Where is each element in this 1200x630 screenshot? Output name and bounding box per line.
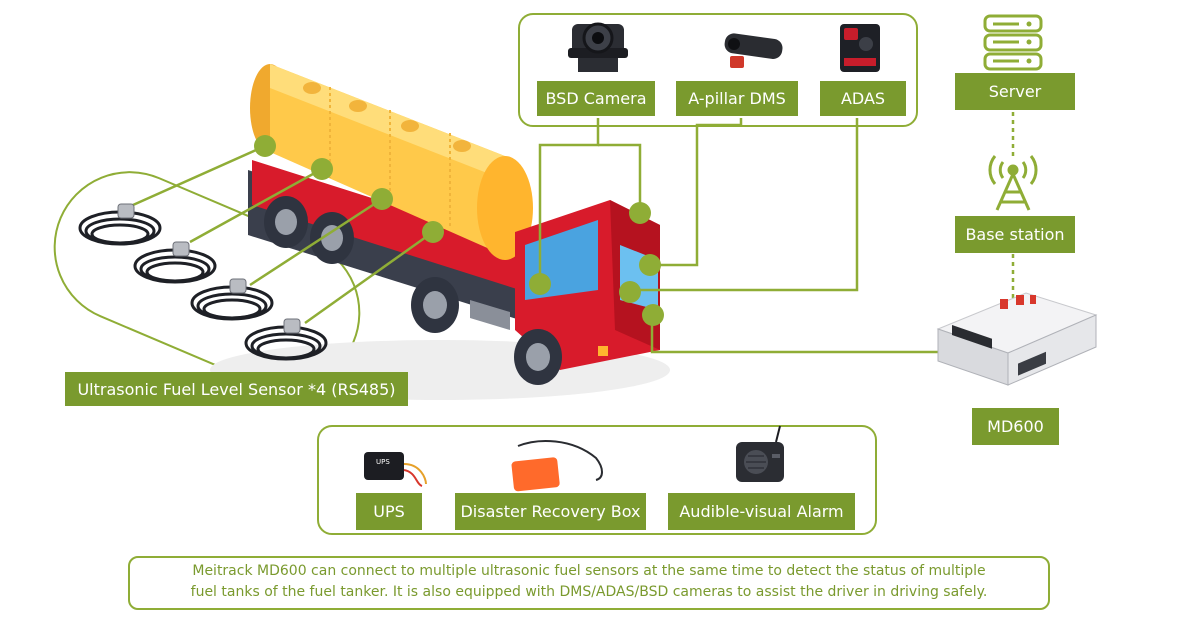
camera-icon [568,22,628,72]
base-station-label: Base station [955,216,1075,253]
dot-md600 [642,304,664,326]
alarm-label: Audible-visual Alarm [668,493,855,530]
dot-dms [639,254,661,276]
bsd-camera-link [538,118,600,283]
ups-label: UPS [356,493,422,530]
bsd-camera-label: BSD Camera [537,81,655,116]
adas-icon [840,24,880,72]
apillar-dms-label: A-pillar DMS [676,81,798,116]
md600-link [650,316,940,354]
server-icon [983,14,1043,71]
dot-sensor-4 [422,221,444,243]
fuel-sensor-label: Ultrasonic Fuel Level Sensor *4 (RS485) [65,372,408,406]
alarm-icon [736,425,784,482]
dot-sensor-1 [254,135,276,157]
description-caption: Meitrack MD600 can connect to multiple u… [128,556,1050,610]
dot-bsd-side [529,273,551,295]
dms-link [652,118,743,267]
caption-line-1: Meitrack MD600 can connect to multiple u… [192,563,986,579]
adas-link [630,118,859,292]
accessory-group-frame [317,425,877,535]
ups-tag: UPS [376,458,390,466]
connection-lines [132,112,1015,354]
server-label: Server [955,73,1075,110]
sensor-group-frame [53,171,361,389]
disaster-box-icon [511,440,603,492]
connection-dots [254,135,664,326]
sensor-link-4 [304,230,434,325]
adas-label: ADAS [820,81,906,116]
dot-sensor-2 [311,158,333,180]
sensor-link-2 [189,167,323,244]
dms-icon [724,33,783,68]
md600-label: MD600 [972,408,1059,445]
sensor-link-3 [249,197,383,287]
md600-icon [936,292,1098,386]
dot-adas [619,281,641,303]
dot-bsd-top [629,202,651,224]
fuel-sensor-icon [78,203,328,361]
ups-icon: UPS [364,452,427,487]
disaster-box-label: Disaster Recovery Box [455,493,646,530]
bsd-camera-link-2 [598,143,642,212]
caption-line-2: fuel tanks of the fuel tanker. It is als… [190,584,988,600]
dot-sensor-3 [371,188,393,210]
sensor-link-1 [132,144,266,207]
antenna-icon [988,155,1038,211]
